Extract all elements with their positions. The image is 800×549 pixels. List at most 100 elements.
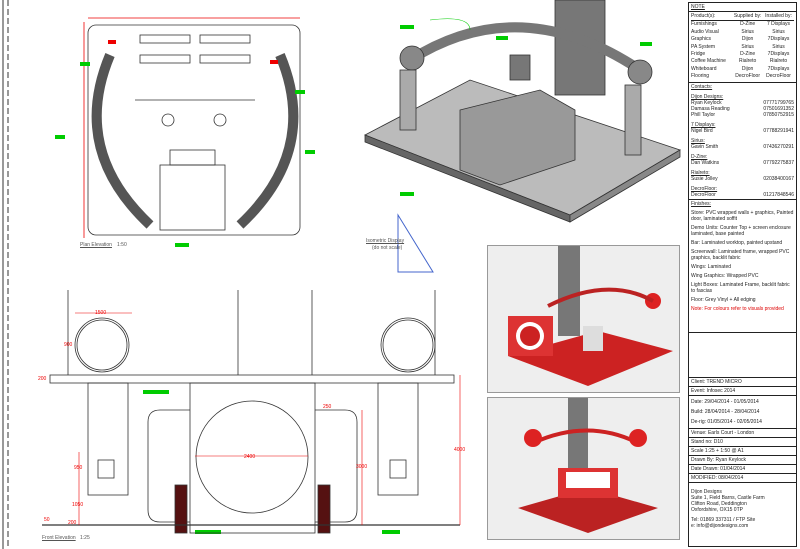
render-visual-1 (487, 245, 680, 393)
iso-note: (do not scale) (372, 245, 403, 251)
show-date: Date: 29/04/2014 - 01/05/2014 (691, 398, 759, 405)
modified-date: MODIFIED: 08/04/2014 (689, 474, 796, 483)
contact-name: Gavin Smith (691, 143, 719, 150)
note-section: NOTE (689, 3, 796, 12)
product-cell: Sirius (741, 28, 754, 35)
product-cell: Coffee Machine (691, 58, 726, 65)
venue: Venue: Earls Court - London (689, 429, 796, 438)
isometric-view (364, 0, 681, 223)
build-date: Build: 28/04/2014 - 28/04/2014 (691, 408, 760, 415)
note-title: NOTE (691, 4, 705, 10)
product-cell: Audio Visual (691, 28, 719, 35)
dim-250: 250 (323, 404, 332, 410)
product-row: Fridge D-Zine 7Displays (691, 51, 794, 58)
contact-phone: 07771799765 (763, 99, 794, 106)
product-cell: 7Displays (767, 51, 790, 58)
product-cell: Fridge (691, 51, 706, 58)
plan-scale: 1:50 (117, 242, 127, 248)
address-line: Suite 1, Field Barns, Castle Farm (691, 494, 765, 501)
product-cell: DecroFloor (766, 73, 791, 80)
dim-200: 200 (38, 376, 47, 382)
product-cell: Dijon (741, 36, 754, 43)
finish-item: Wings: Laminated (691, 263, 732, 270)
contact-row: Damasa Reading 07501691352 (691, 106, 794, 112)
company-address: Dijon Designs Suite 1, Field Barns, Cast… (689, 483, 796, 535)
product-row: Audio Visual Sirius Sirius (691, 29, 794, 36)
blank-box (689, 333, 796, 378)
render-visual-2 (487, 397, 680, 540)
front-label: Front Elevation (42, 535, 76, 541)
stand-number: Stand no: D10 (689, 438, 796, 447)
product-cell: D-Zine (740, 21, 756, 28)
scale-triangle-icon (397, 213, 434, 273)
dim-1050: 1050 (72, 502, 84, 508)
address-line: Oxfordshire, OX15 0TP (691, 506, 743, 513)
front-scale: 1:25 (80, 535, 90, 541)
dimension-lines (75, 312, 461, 525)
plan-tags (108, 40, 278, 64)
product-cell: D-Zine (740, 51, 756, 58)
derig-date: De-rig: 01/05/2014 - 02/05/2014 (691, 418, 762, 425)
product-cell: PA System (691, 43, 716, 50)
product-cell: Rialreto (769, 58, 788, 65)
finish-item: Store: PVC wrapped walls + graphics, Pai… (691, 209, 794, 222)
contact-company: Rialreto: (691, 169, 710, 176)
finishes-note: Note: For colours refer to visuals provi… (691, 305, 784, 312)
product-cell: Sirius (772, 28, 785, 35)
dim-4000: 4000 (454, 447, 466, 453)
product-cell: Dijon (741, 65, 754, 72)
dim-50: 50 (44, 517, 50, 523)
contact-name: Dan Watkins (691, 159, 720, 166)
contact-row: Dan Watkins 07792275837 (691, 160, 794, 166)
contact-company: DecroFloor: (691, 185, 718, 192)
contact-phone: 07501691352 (763, 105, 794, 112)
product-cell: 7Displays (767, 36, 790, 43)
date-drawn: Date Drawn: 01/04/2014 (689, 465, 796, 474)
contact-company: Dijon Designs: (691, 93, 724, 100)
dim-950: 950 (74, 465, 83, 471)
event: Event: Infosec 2014 (689, 387, 796, 396)
product-cell: DecroFloor (735, 73, 760, 80)
contact-name: Phill Taylor (691, 111, 716, 118)
email-link[interactable]: e: info@dijondesigns.com (691, 522, 749, 529)
contact-name: DecroFloor (691, 191, 716, 198)
col-supplied: Supplied by: (733, 13, 762, 19)
finish-item: Floor: Grey Vinyl + All edging (691, 296, 756, 303)
finish-item: Demo Units: Counter Top + screen enclosu… (691, 224, 791, 237)
product-cell: 7 Displays (766, 21, 791, 28)
finish-item: Wing Graphics: Wrapped PVC (691, 272, 759, 279)
product-cell: Sirius (772, 43, 785, 50)
product-row: Graphics Dijon 7Displays (691, 36, 794, 43)
finish-item: Light Boxes: Laminated Frame, backlit fa… (691, 281, 790, 294)
products-table: Product(s):Supplied by:Installed by: Fur… (689, 12, 796, 83)
drawn-by: Drawn By: Ryan Keylock (689, 456, 796, 465)
client: Client: TREND MICRO (689, 378, 796, 387)
dim-200b: 200 (68, 520, 77, 526)
product-cell: Graphics (691, 36, 712, 43)
dim-900: 900 (64, 342, 73, 348)
dim-1500: 1500 (95, 310, 107, 316)
product-cell: Flooring (691, 73, 710, 80)
product-cell: Sirius (741, 43, 754, 50)
contact-company: D-Zine: (691, 153, 708, 160)
plan-elevation-view (83, 17, 301, 238)
finishes-section: Finishes: Store: PVC wrapped walls + gra… (689, 200, 796, 333)
contact-phone: 02038400167 (763, 175, 794, 182)
cad-drawing (2, 0, 681, 549)
contact-phone: 07792275837 (763, 159, 794, 166)
finish-item: Screenwall: Laminated frame, wrapped PVC… (691, 248, 790, 261)
contact-name: Damasa Reading (691, 105, 730, 112)
product-row: PA System Sirius Sirius (691, 44, 794, 51)
